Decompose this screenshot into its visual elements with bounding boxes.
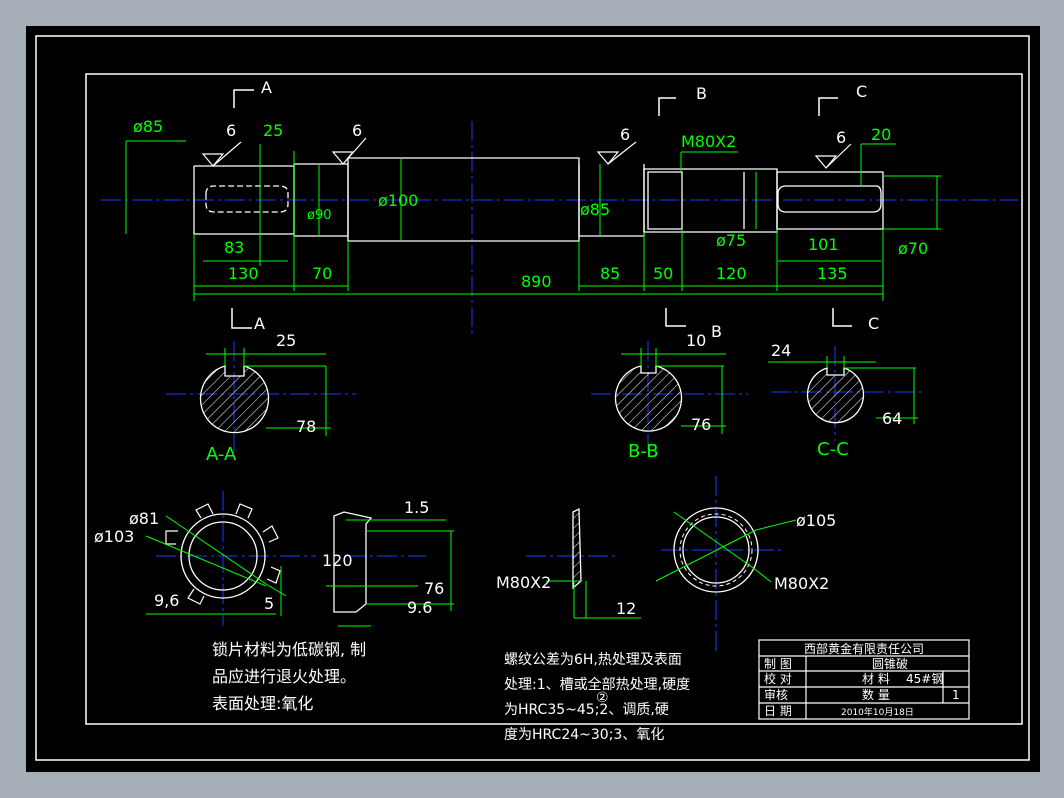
washer-d9-6b: 9.6 <box>407 598 432 617</box>
section-mark-a-top: A <box>261 78 272 97</box>
drawing-sheet: A B C A B C ø85 ø90 ø100 ø85 ø75 ø70 M80… <box>26 26 1040 772</box>
section-bb-width: 10 <box>686 331 706 350</box>
inner-frame <box>85 73 1023 725</box>
section-aa-label: A-A <box>206 444 237 465</box>
section-mark-c-bot: C <box>868 314 879 333</box>
tb-date-label: 日 期 <box>764 704 792 718</box>
dim-50: 50 <box>653 264 673 283</box>
outer-frame <box>35 35 1030 761</box>
drawing-labels: A B C A B C ø85 ø90 ø100 ø85 ø75 ø70 M80… <box>94 78 928 618</box>
title-block-text: 西部黄金有限责任公司 制 图 校 对 审核 日 期 圆锥破 材 料 45#钢 数… <box>764 641 960 718</box>
tb-material-label: 材 料 <box>862 672 890 686</box>
section-cc-width: 24 <box>771 341 791 360</box>
section-bb <box>614 348 726 434</box>
section-mark-b-top: B <box>696 84 707 103</box>
roughness-2: 6 <box>352 121 362 140</box>
section-bb-depth: 76 <box>691 415 711 434</box>
nut-thread-front: M80X2 <box>774 574 829 593</box>
dim-d100: ø100 <box>378 191 418 210</box>
section-cc-depth: 64 <box>882 409 902 428</box>
tb-review: 审核 <box>764 687 788 702</box>
roughness-1: 6 <box>226 121 236 140</box>
nut-notes: 螺纹公差为6H,热处理及表面 处理:1、槽或全部热处理,硬度 为HRC35~45… <box>504 648 754 748</box>
washer-d81: ø81 <box>129 509 159 528</box>
section-bb-label: B-B <box>628 441 659 462</box>
washer-d76: 76 <box>424 579 444 598</box>
dim-70: 70 <box>312 264 332 283</box>
section-mark-c-top: C <box>856 82 867 101</box>
section-aa <box>199 348 331 436</box>
dim-890: 890 <box>521 272 552 291</box>
section-cc-label: C-C <box>817 439 849 460</box>
section-mark-b-bot: B <box>711 322 722 341</box>
nut-note-line-3: 为HRC35~45;2、调质,硬 <box>504 702 669 718</box>
tb-quantity: 1 <box>952 688 960 702</box>
dim-d90: ø90 <box>307 208 332 223</box>
washer-note-line-2: 品应进行退火处理。 <box>212 667 357 686</box>
lock-washer-front <box>145 503 287 616</box>
washer-notes: 锁片材料为低碳钢, 制 品应进行退火处理。 表面处理:氧化 <box>212 636 452 717</box>
dim-130: 130 <box>228 264 259 283</box>
tb-part-name: 圆锥破 <box>872 656 908 671</box>
tb-quantity-label: 数 量 <box>862 687 890 702</box>
dim-25: 25 <box>263 121 283 140</box>
dim-20: 20 <box>871 125 891 144</box>
washer-d5: 5 <box>264 594 274 613</box>
dim-d85-left: ø85 <box>133 117 163 136</box>
section-aa-width: 25 <box>276 331 296 350</box>
tb-date: 2010年10月18日 <box>841 706 914 718</box>
nut-side <box>546 507 641 619</box>
roughness-symbols <box>201 137 852 169</box>
washer-d103: ø103 <box>94 527 134 546</box>
nut-note-line-1: 螺纹公差为6H,热处理及表面 <box>504 652 682 668</box>
dim-101: 101 <box>808 235 839 254</box>
dim-d70: ø70 <box>898 239 928 258</box>
washer-d9-6: 9,6 <box>154 591 179 610</box>
dim-83: 83 <box>224 238 244 257</box>
dim-120: 120 <box>716 264 747 283</box>
dim-d85-mid: ø85 <box>580 200 610 219</box>
nut-d12: 12 <box>616 599 636 618</box>
roughness-4: 6 <box>836 128 846 147</box>
dim-thread-main: M80X2 <box>681 132 736 151</box>
section-cut-marks <box>231 89 852 329</box>
dim-d75: ø75 <box>716 231 746 250</box>
section-cc <box>768 356 918 424</box>
nut-thread-side: M80X2 <box>496 573 551 592</box>
nut-note-line-2: 处理:1、槽或全部热处理,硬度 <box>504 677 691 693</box>
tb-check: 校 对 <box>764 671 792 686</box>
title-block-grid <box>758 639 970 720</box>
roughness-3: 6 <box>620 125 630 144</box>
circled-two-mark: ② <box>596 690 609 706</box>
cad-drawing: A B C A B C ø85 ø90 ø100 ø85 ø75 ø70 M80… <box>35 35 1030 761</box>
dim-135: 135 <box>817 264 848 283</box>
dimension-lines <box>125 140 941 301</box>
tb-draw: 制 图 <box>764 657 792 671</box>
nut-d105: ø105 <box>796 511 836 530</box>
washer-note-line-1: 锁片材料为低碳钢, 制 <box>212 640 367 659</box>
dim-85: 85 <box>600 264 620 283</box>
washer-d120: 120 <box>322 551 353 570</box>
washer-note-line-3: 表面处理:氧化 <box>212 694 314 713</box>
washer-d1-5: 1.5 <box>404 498 429 517</box>
tb-company: 西部黄金有限责任公司 <box>804 641 924 656</box>
nut-note-line-4: 度为HRC24~30;3、氧化 <box>504 727 665 743</box>
tb-material: 45#钢 <box>906 672 943 686</box>
lock-washer-side <box>326 511 454 627</box>
section-aa-depth: 78 <box>296 417 316 436</box>
section-mark-a-bot: A <box>254 314 265 333</box>
nut-front <box>655 507 797 593</box>
